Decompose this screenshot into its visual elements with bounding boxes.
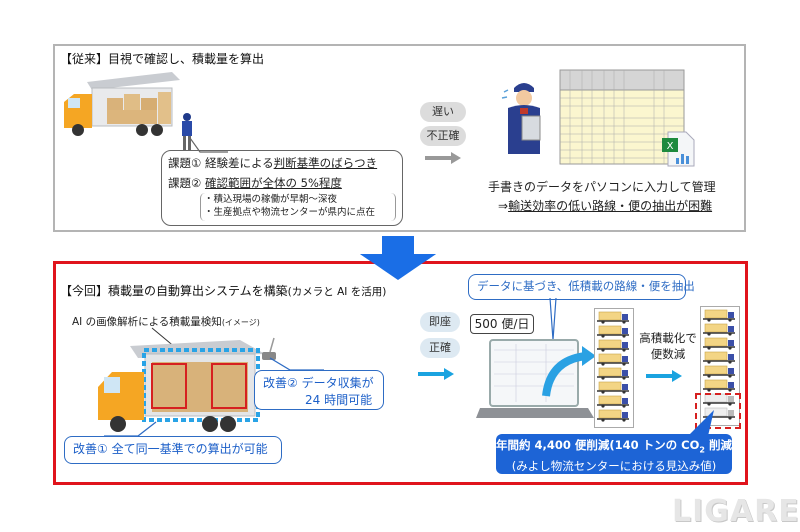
watermark-logo: LIGARE bbox=[672, 494, 800, 529]
issue-note: ・積込現場の稼働が早朝～深夜 bbox=[204, 194, 338, 205]
callout-pointer bbox=[190, 138, 228, 153]
reduce-label-line1: 高積載化で bbox=[639, 331, 697, 345]
loaded-truck-icon bbox=[701, 307, 739, 322]
svg-text:X: X bbox=[667, 141, 674, 152]
before-caption-line1: 手書きのデータをパソコンに入力して管理 bbox=[488, 180, 716, 194]
callout-pointer bbox=[269, 357, 324, 371]
cargo-box bbox=[158, 92, 171, 124]
loaded-truck-icon bbox=[595, 309, 633, 324]
issue-1-underlined: 判断基準のばらつき bbox=[273, 156, 378, 170]
reduce-label: 高積載化で 便数減 bbox=[636, 330, 700, 362]
detection-box bbox=[151, 363, 187, 409]
issue-2-text: 確認範囲が全体の 5%程度 bbox=[204, 176, 342, 190]
before-title: 【従来】目視で確認し、積載量を算出 bbox=[60, 52, 265, 66]
down-arrow-icon-overlay bbox=[360, 254, 436, 280]
improvement-2-line2: 24 時間可能 bbox=[305, 393, 373, 407]
loaded-truck-icon bbox=[595, 407, 633, 422]
flights-per-day-badge: 500 便/日 bbox=[470, 314, 534, 334]
loaded-truck-icon bbox=[595, 393, 633, 408]
issue-2-notes: ・積込現場の稼働が早朝～深夜 ・生産拠点や物流センターが県内に点在 bbox=[200, 193, 396, 221]
truck-illustration-before bbox=[64, 72, 180, 136]
result-pointer bbox=[688, 410, 714, 436]
improvement-2-callout: 改善② データ収集が 24 時間可能 bbox=[254, 370, 384, 410]
issue-2-label: 課題② bbox=[168, 176, 202, 190]
issue-1-text: 経験差による bbox=[204, 156, 274, 170]
loaded-truck-icon bbox=[701, 321, 739, 336]
issue-1-label: 課題① bbox=[168, 156, 202, 170]
truck-roof-wing bbox=[87, 72, 180, 90]
callout-pointer bbox=[104, 421, 157, 437]
loaded-truck-icon bbox=[595, 337, 633, 352]
loaded-truck-icon bbox=[595, 365, 633, 380]
result-line1-end: 削減) bbox=[704, 438, 738, 452]
before-caption-line2-text: 輸送効率の低い路線・便の抽出が困難 bbox=[508, 199, 713, 213]
result-line2: (みよし物流センターにおける見込み値) bbox=[511, 459, 717, 474]
loaded-truck-icon bbox=[701, 349, 739, 364]
issues-callout: 課題① 経験差による判断基準のばらつき 課題② 確認範囲が全体の 5%程度 ・積… bbox=[161, 150, 403, 226]
detection-box bbox=[211, 363, 247, 409]
curved-arrow-icon bbox=[542, 352, 587, 397]
excel-file-icon: X bbox=[662, 131, 695, 167]
loaded-truck-icon bbox=[595, 323, 633, 338]
improvement-1-callout: 改善① 全て同一基準での算出が可能 bbox=[64, 436, 282, 464]
result-line1: 年間約 4,400 便削減(140 トンの CO2 削減) bbox=[496, 437, 737, 458]
implies-arrow: ⇒ bbox=[498, 199, 509, 213]
wheel bbox=[136, 124, 148, 136]
before-caption-line2: ⇒輸送効率の低い路線・便の抽出が困難 bbox=[498, 197, 712, 214]
ai-caption-small: (イメージ) bbox=[221, 318, 260, 327]
laptop-base bbox=[476, 408, 594, 418]
worker-icon bbox=[182, 113, 192, 150]
issue-2: 課題② 確認範囲が全体の 5%程度 bbox=[168, 175, 342, 191]
loaded-truck-icon bbox=[595, 351, 633, 366]
result-line1-text: 年間約 4,400 便削減(140 トンの CO bbox=[496, 438, 700, 452]
improvement-2-line1: 改善② データ収集が bbox=[263, 376, 374, 390]
loaded-truck-icon bbox=[701, 377, 739, 392]
loaded-truck-icon bbox=[701, 363, 739, 378]
tag-accurate: 正確 bbox=[420, 338, 460, 358]
truck-window bbox=[104, 377, 120, 393]
trucks-before-column bbox=[594, 308, 634, 428]
wheel bbox=[202, 416, 218, 432]
cargo-load bbox=[152, 362, 248, 412]
tag-inaccurate: 不正確 bbox=[420, 126, 466, 146]
wheel bbox=[110, 416, 126, 432]
tag-immediate: 即座 bbox=[420, 312, 460, 332]
after-title-suffix: (カメラと AI を活用) bbox=[287, 286, 387, 298]
cargo-box bbox=[124, 94, 140, 110]
wheel bbox=[220, 416, 236, 432]
wheel bbox=[151, 124, 163, 136]
truck-ai-detection-illustration bbox=[98, 337, 276, 432]
cargo-box bbox=[107, 110, 157, 124]
extract-callout: データに基づき、低積載の路線・便を抽出 bbox=[468, 274, 695, 300]
after-title: 【今回】積載量の自動算出システムを構築(カメラと AI を活用) bbox=[60, 282, 386, 299]
ai-caption-bold: AI の画像解析による積載量検知 bbox=[72, 316, 222, 328]
cyan-arrow-icon bbox=[418, 368, 454, 380]
truck-window bbox=[68, 98, 80, 108]
loaded-truck-icon bbox=[701, 335, 739, 350]
wheel bbox=[72, 124, 84, 136]
after-title-main: 【今回】積載量の自動算出システムを構築 bbox=[60, 284, 288, 298]
cargo-box bbox=[141, 98, 157, 110]
co2-subscript: 2 bbox=[699, 445, 705, 455]
ai-caption: AI の画像解析による積載量検知(イメージ) bbox=[72, 314, 260, 329]
trucks-after-column bbox=[700, 306, 740, 426]
loaded-truck-icon bbox=[595, 379, 633, 394]
cyan-arrow-icon bbox=[646, 370, 682, 382]
reduce-label-line2: 便数減 bbox=[650, 347, 686, 361]
gray-arrow-icon bbox=[425, 152, 461, 164]
worker-clipboard-illustration bbox=[501, 83, 541, 154]
removed-trucks-highlight bbox=[695, 393, 741, 429]
removed-truck-icon bbox=[701, 391, 739, 406]
laptop-illustration bbox=[476, 339, 596, 418]
tag-slow: 遅い bbox=[420, 102, 466, 122]
camera-icon bbox=[262, 352, 276, 360]
result-box: 年間約 4,400 便削減(140 トンの CO2 削減) (みよし物流センター… bbox=[496, 434, 737, 474]
cargo-box bbox=[107, 98, 123, 110]
issue-note: ・生産拠点や物流センターが県内に点在 bbox=[204, 207, 376, 218]
issue-1: 課題① 経験差による判断基準のばらつき bbox=[168, 155, 377, 171]
